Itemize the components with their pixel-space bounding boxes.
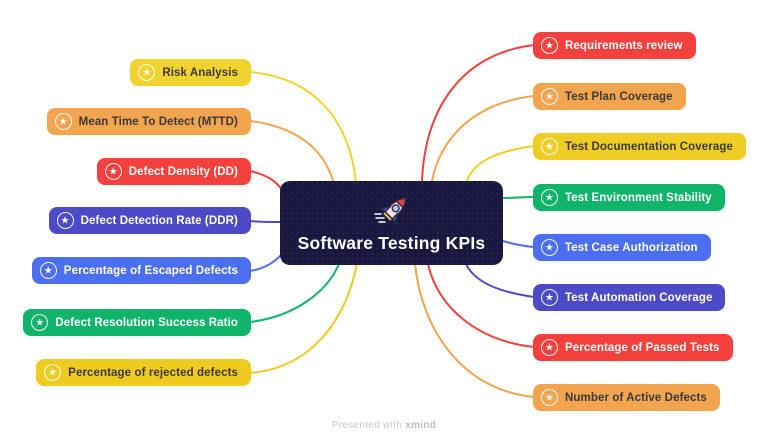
topic-label: Percentage of rejected defects <box>68 366 238 379</box>
topic-percentage-of-passed-tests[interactable]: ★ Percentage of Passed Tests <box>533 334 733 361</box>
star-icon: ★ <box>39 262 57 279</box>
central-topic-title: Software Testing KPIs <box>297 232 486 253</box>
star-icon: ★ <box>541 189 558 206</box>
star-icon: ★ <box>541 37 558 54</box>
topic-label: Mean Time To Detect (MTTD) <box>78 115 238 128</box>
connector-right-2 <box>466 145 535 182</box>
topic-test-plan-coverage[interactable]: ★ Test Plan Coverage <box>533 83 686 110</box>
watermark-brand: xmind <box>405 420 437 431</box>
topic-defect-density-dd[interactable]: ★ Defect Density (DD) <box>96 158 251 185</box>
star-icon: ★ <box>541 239 558 256</box>
star-icon: ★ <box>44 364 62 381</box>
connector-left-5 <box>249 263 340 323</box>
topic-label: Defect Resolution Success Ratio <box>55 316 238 329</box>
connector-left-2 <box>249 170 283 191</box>
star-icon: ★ <box>104 163 122 180</box>
star-icon: ★ <box>541 138 558 155</box>
topic-defect-detection-rate-ddr[interactable]: ★ Defect Detection Rate (DDR) <box>48 207 251 234</box>
topic-label: Requirements review <box>565 39 683 52</box>
star-icon: ★ <box>31 314 49 331</box>
connector-left-3 <box>249 220 281 223</box>
star-icon: ★ <box>541 339 558 356</box>
connector-right-4 <box>502 240 535 248</box>
star-icon: ★ <box>541 88 558 105</box>
topic-test-environment-stability[interactable]: ★ Test Environment Stability <box>533 184 725 211</box>
star-icon: ★ <box>138 64 156 81</box>
topic-number-of-active-defects[interactable]: ★ Number of Active Defects <box>533 384 720 411</box>
topic-label: Risk Analysis <box>162 66 238 79</box>
topic-label: Test Automation Coverage <box>565 291 713 304</box>
topic-label: Percentage of Passed Tests <box>565 341 720 354</box>
star-icon: ★ <box>541 389 558 406</box>
topic-defect-resolution-success-ratio[interactable]: ★ Defect Resolution Success Ratio <box>23 309 251 336</box>
topic-label: Defect Detection Rate (DDR) <box>80 214 238 227</box>
topic-label: Test Plan Coverage <box>565 90 673 103</box>
topic-label: Number of Active Defects <box>565 391 707 404</box>
topic-requirements-review[interactable]: ★ Requirements review <box>533 32 696 59</box>
topic-test-documentation-coverage[interactable]: ★ Test Documentation Coverage <box>533 133 746 160</box>
connector-right-6 <box>427 263 535 348</box>
connector-left-4 <box>249 253 283 272</box>
topic-mean-time-to-detect-mttd[interactable]: ★ Mean Time To Detect (MTTD) <box>46 108 251 135</box>
watermark-text: Presented with <box>331 420 403 431</box>
topic-label: Test Case Authorization <box>565 241 698 254</box>
star-icon: ★ <box>54 113 72 130</box>
connector-right-1 <box>431 95 535 182</box>
topic-risk-analysis[interactable]: ★ Risk Analysis <box>130 59 251 86</box>
connector-left-1 <box>249 120 334 182</box>
topic-test-case-authorization[interactable]: ★ Test Case Authorization <box>533 234 711 261</box>
connector-right-7 <box>414 263 535 398</box>
topic-label: Defect Density (DD) <box>128 165 238 178</box>
watermark: Presented with xmind <box>0 420 768 431</box>
topic-label: Test Environment Stability <box>565 191 712 204</box>
topic-percentage-of-rejected-defects[interactable]: ★ Percentage of rejected defects <box>36 359 251 386</box>
topic-test-automation-coverage[interactable]: ★ Test Automation Coverage <box>533 284 726 311</box>
central-topic[interactable]: Software Testing KPIs <box>280 181 503 265</box>
connector-right-3 <box>502 196 535 199</box>
connector-left-0 <box>249 71 357 182</box>
topic-percentage-of-escaped-defects[interactable]: ★ Percentage of Escaped Defects <box>31 257 251 284</box>
connector-right-5 <box>465 263 535 298</box>
star-icon: ★ <box>541 289 558 306</box>
rocket-icon <box>373 197 406 225</box>
connector-right-0 <box>421 44 535 182</box>
connector-left-6 <box>249 263 358 374</box>
topic-label: Test Documentation Coverage <box>565 140 733 153</box>
star-icon: ★ <box>56 212 74 229</box>
topic-label: Percentage of Escaped Defects <box>63 264 238 277</box>
